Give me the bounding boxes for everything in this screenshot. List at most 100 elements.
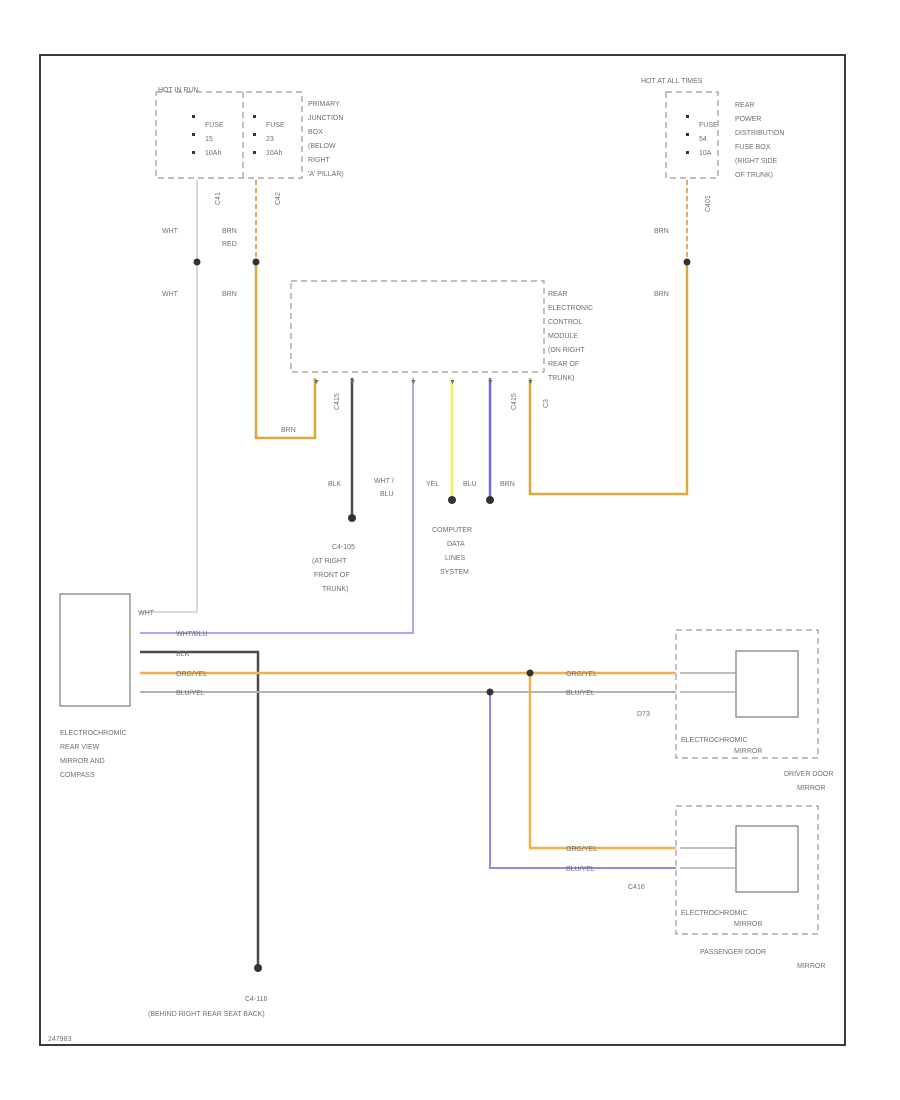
primary-junction-box: HOT IN RUN FUSE 15 10Ah FUSE 23 10Ah C41… xyxy=(155,87,344,205)
fuse-15: FUSE 15 10Ah xyxy=(192,115,224,157)
svg-text:BRN: BRN xyxy=(500,481,515,488)
svg-text:MIRROR AND: MIRROR AND xyxy=(60,758,105,765)
svg-text:23: 23 xyxy=(266,136,274,143)
svg-text:BLU/YEL: BLU/YEL xyxy=(566,690,595,697)
svg-text:54: 54 xyxy=(699,136,707,143)
svg-text:FRONT OF: FRONT OF xyxy=(314,572,350,579)
svg-text:REAR OF: REAR OF xyxy=(548,361,579,368)
splice-dot xyxy=(193,258,201,266)
svg-text:FUSE BOX: FUSE BOX xyxy=(735,144,771,151)
svg-text:BRN: BRN xyxy=(654,291,669,298)
wire-brn-right xyxy=(528,262,689,496)
svg-text:TRUNK): TRUNK) xyxy=(548,375,574,382)
svg-text:DISTRIBUTION: DISTRIBUTION xyxy=(735,130,784,137)
svg-text:BLK: BLK xyxy=(328,481,342,488)
svg-text:TRUNK): TRUNK) xyxy=(322,586,348,593)
svg-text:RIGHT: RIGHT xyxy=(308,157,331,164)
svg-text:BLU: BLU xyxy=(380,491,394,498)
svg-text:REAR VIEW: REAR VIEW xyxy=(60,744,100,751)
svg-text:WHT /: WHT / xyxy=(374,478,394,485)
svg-text:▼: ▼ xyxy=(349,379,356,386)
wire-blk-ground xyxy=(140,650,260,968)
svg-text:BRN: BRN xyxy=(281,427,296,434)
svg-text:OF TRUNK): OF TRUNK) xyxy=(735,172,773,179)
connector-label: C415 xyxy=(511,393,518,410)
connector-label: C41 xyxy=(215,192,222,205)
svg-text:▼: ▼ xyxy=(527,379,534,386)
svg-text:MIRROR: MIRROR xyxy=(734,921,762,928)
svg-text:MIRROR: MIRROR xyxy=(734,748,762,755)
svg-text:WHT: WHT xyxy=(162,291,179,298)
svg-text:DRIVER DOOR: DRIVER DOOR xyxy=(784,771,833,778)
svg-text:ELECTROCHROMIC: ELECTROCHROMIC xyxy=(681,910,748,917)
svg-text:PRIMARY: PRIMARY xyxy=(308,101,340,108)
svg-text:FUSE: FUSE xyxy=(205,122,224,129)
svg-text:'A' PILLAR): 'A' PILLAR) xyxy=(308,171,344,178)
svg-text:10Ah: 10Ah xyxy=(205,150,221,157)
svg-text:(BELOW: (BELOW xyxy=(308,143,336,150)
wire-brn-left xyxy=(254,262,317,440)
svg-text:(AT RIGHT: (AT RIGHT xyxy=(312,558,347,565)
svg-text:C4-116: C4-116 xyxy=(245,996,268,1003)
wire-wht-blu xyxy=(140,378,414,634)
splice-dot xyxy=(486,688,494,696)
svg-text:RED: RED xyxy=(222,241,237,248)
svg-text:ORG/YEL: ORG/YEL xyxy=(176,671,207,678)
svg-text:MIRROR: MIRROR xyxy=(797,963,825,970)
passenger-door-mirror: ORG/YEL BLU/YEL C416 ELECTROCHROMIC MIRR… xyxy=(566,805,825,970)
svg-text:ORG/YEL: ORG/YEL xyxy=(566,846,597,853)
svg-text:10Ah: 10Ah xyxy=(266,150,282,157)
svg-text:FUSE: FUSE xyxy=(699,122,718,129)
connector-label: C415 xyxy=(334,393,341,410)
svg-text:D73: D73 xyxy=(637,711,650,718)
svg-text:PASSENGER DOOR: PASSENGER DOOR xyxy=(700,949,766,956)
svg-text:POWER: POWER xyxy=(735,116,761,123)
splice-dot xyxy=(683,258,691,266)
figure-id: 247983 xyxy=(48,1036,71,1043)
ground-bottom-label: C4-116 (BEHIND RIGHT REAR SEAT BACK) xyxy=(148,996,268,1018)
svg-text:ELECTROCHROMIC: ELECTROCHROMIC xyxy=(60,730,127,737)
svg-text:15: 15 xyxy=(205,136,213,143)
data-line-dot xyxy=(448,496,456,504)
svg-text:COMPASS: COMPASS xyxy=(60,772,95,779)
splice-dot xyxy=(252,258,260,266)
wire-blu-yel-passenger xyxy=(489,692,676,869)
svg-text:COMPUTER: COMPUTER xyxy=(432,527,472,534)
svg-text:10A: 10A xyxy=(699,150,712,157)
connector-label: C401 xyxy=(705,195,712,212)
wire-wht xyxy=(140,180,198,613)
rear-power-distribution-box: HOT AT ALL TIMES FUSE 54 10A C401 REAR P… xyxy=(641,78,784,212)
ground-dot xyxy=(254,964,262,972)
wire-labels: WHT WHT BRN RED BRN BRN BRN BRN BLK WHT … xyxy=(162,228,669,498)
svg-text:BLU: BLU xyxy=(463,481,477,488)
fuse-23: FUSE 23 10Ah xyxy=(253,115,285,157)
svg-text:MIRROR: MIRROR xyxy=(797,785,825,792)
rear-view-mirror: WHT WHT/BLU BLK ORG/YEL BLU/YEL ELECTROC… xyxy=(59,593,208,779)
svg-text:C4-105: C4-105 xyxy=(332,544,355,551)
svg-text:WHT: WHT xyxy=(162,228,179,235)
svg-text:YEL: YEL xyxy=(426,481,439,488)
hot-at-all-times-label: HOT AT ALL TIMES xyxy=(641,78,703,85)
svg-text:ELECTRONIC: ELECTRONIC xyxy=(548,305,593,312)
rear-electronic-control-module: REAR ELECTRONIC CONTROL MODULE (ON RIGHT… xyxy=(290,280,593,410)
svg-text:(BEHIND RIGHT REAR SEAT BACK): (BEHIND RIGHT REAR SEAT BACK) xyxy=(148,1011,265,1018)
svg-text:BLU/YEL: BLU/YEL xyxy=(176,690,205,697)
svg-text:(ON RIGHT: (ON RIGHT xyxy=(548,347,585,354)
svg-text:ORG/YEL: ORG/YEL xyxy=(566,671,597,678)
ground-dot xyxy=(348,514,356,522)
svg-text:WHT/BLU: WHT/BLU xyxy=(176,631,208,638)
connector-label: C42 xyxy=(275,192,282,205)
svg-text:LINES: LINES xyxy=(445,555,466,562)
svg-text:BRN: BRN xyxy=(654,228,669,235)
splice-dot xyxy=(526,669,534,677)
svg-text:▼: ▼ xyxy=(410,379,417,386)
svg-text:DATA: DATA xyxy=(447,541,465,548)
svg-text:CONTROL: CONTROL xyxy=(548,319,582,326)
diagram-frame xyxy=(39,54,846,1046)
svg-text:FUSE: FUSE xyxy=(266,122,285,129)
ground-trunk-label: C4-105 (AT RIGHT FRONT OF TRUNK) xyxy=(312,544,355,593)
hot-in-run-label: HOT IN RUN xyxy=(158,87,199,94)
svg-text:BRN: BRN xyxy=(222,228,237,235)
svg-text:C3: C3 xyxy=(543,399,550,408)
svg-text:SYSTEM: SYSTEM xyxy=(440,569,469,576)
